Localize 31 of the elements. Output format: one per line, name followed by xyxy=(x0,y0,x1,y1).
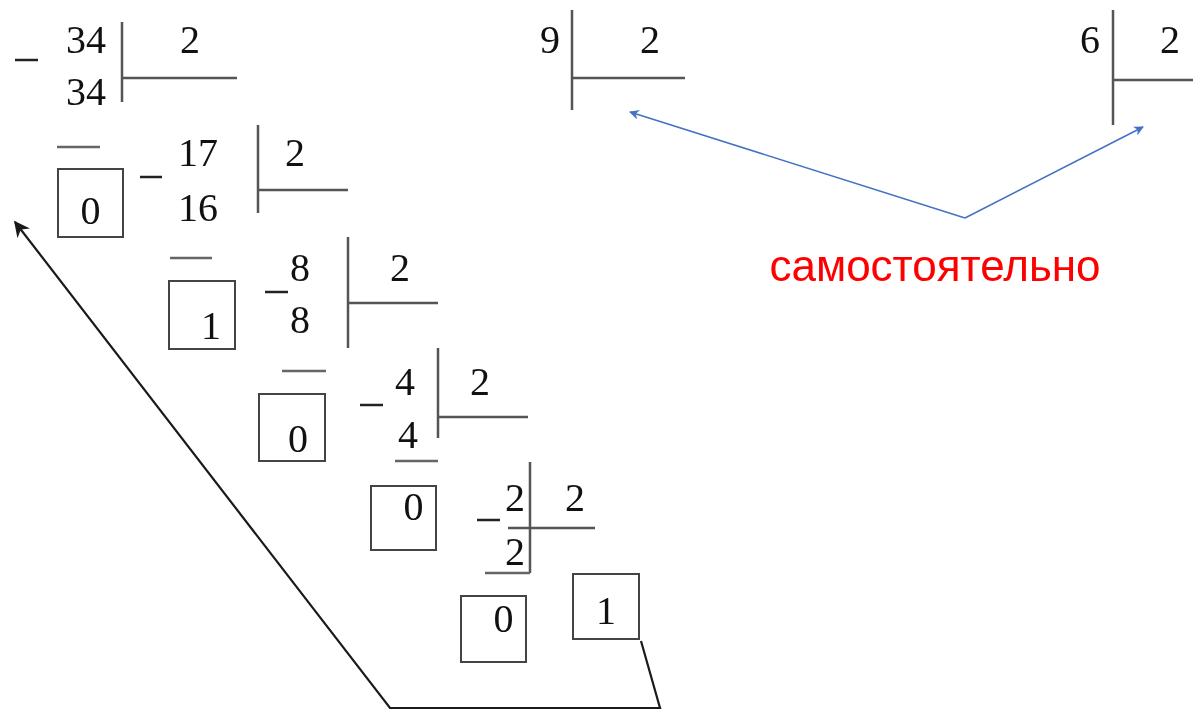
digit-label: 4 xyxy=(398,415,418,455)
digit-label: 2 xyxy=(470,362,490,402)
remainder-box: 1 xyxy=(572,573,640,640)
remainder-box: 0 xyxy=(460,595,527,663)
digit-label: 2 xyxy=(505,532,525,572)
remainder-box: 1 xyxy=(168,280,236,350)
digit-label: 2 xyxy=(1160,20,1180,60)
digit-label: 2 xyxy=(180,20,200,60)
digit-label: 17 xyxy=(178,133,218,173)
reading-arrow xyxy=(14,220,662,710)
remainder-box: 0 xyxy=(258,393,326,462)
note-text: самостоятельно xyxy=(730,240,1140,292)
digit-label: 2 xyxy=(640,20,660,60)
remainder-box: 0 xyxy=(57,168,124,238)
division-bracket xyxy=(570,8,687,112)
digit-label: 9 xyxy=(540,20,560,60)
leader-arrow xyxy=(964,126,1144,219)
remainder-box: 0 xyxy=(370,485,437,551)
digit-label: 6 xyxy=(1080,20,1100,60)
digit-label: 2 xyxy=(505,478,525,518)
leader-arrow xyxy=(629,109,966,219)
digit-label: 34 xyxy=(66,20,106,60)
digit-label: 16 xyxy=(178,188,218,228)
digit-label: 8 xyxy=(290,300,310,340)
digit-label: 2 xyxy=(390,248,410,288)
digit-label: 2 xyxy=(565,478,585,518)
digit-label: 8 xyxy=(290,248,310,288)
digit-label: 4 xyxy=(395,362,415,402)
digit-label: 2 xyxy=(285,133,305,173)
division-bracket xyxy=(1111,8,1193,127)
digit-label: 34 xyxy=(66,72,106,112)
